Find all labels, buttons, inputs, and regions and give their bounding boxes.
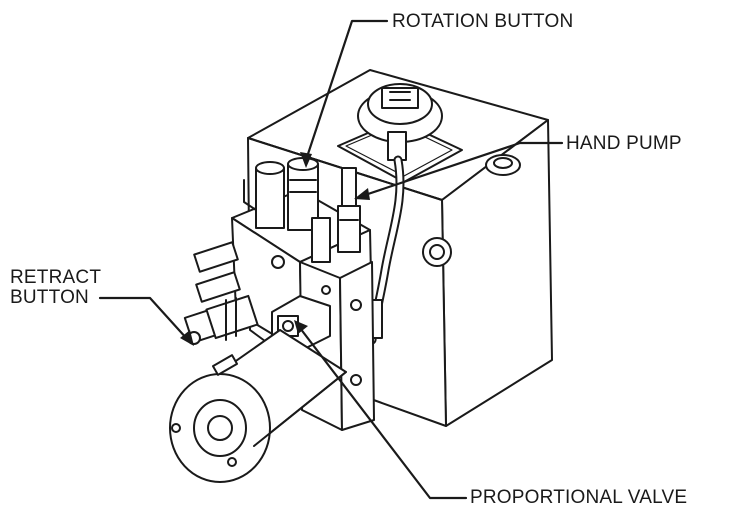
- leader-lines: [98, 19, 564, 500]
- hand-pump-leader: [360, 141, 564, 198]
- hand-pump-label: HAND PUMP: [566, 133, 682, 154]
- rotation-solenoid-valves: [243, 157, 361, 263]
- hand-pump-assembly: [337, 83, 463, 345]
- filler-cap-icon: [485, 154, 521, 176]
- retract-button-leader: [98, 296, 190, 342]
- retract-button-label-line2: BUTTON: [10, 287, 89, 308]
- retract-button-label-line1: RETRACT: [10, 267, 102, 288]
- side-port-icon: [422, 237, 452, 267]
- proportional-valve-leader: [298, 326, 468, 500]
- proportional-valve-label: PROPORTIONAL VALVE: [470, 487, 688, 508]
- electric-motor: [169, 329, 347, 483]
- retract-solenoid-cartridges: [183, 241, 259, 345]
- rotation-button-leader: [304, 19, 389, 162]
- rotation-button-label: ROTATION BUTTON: [392, 11, 574, 32]
